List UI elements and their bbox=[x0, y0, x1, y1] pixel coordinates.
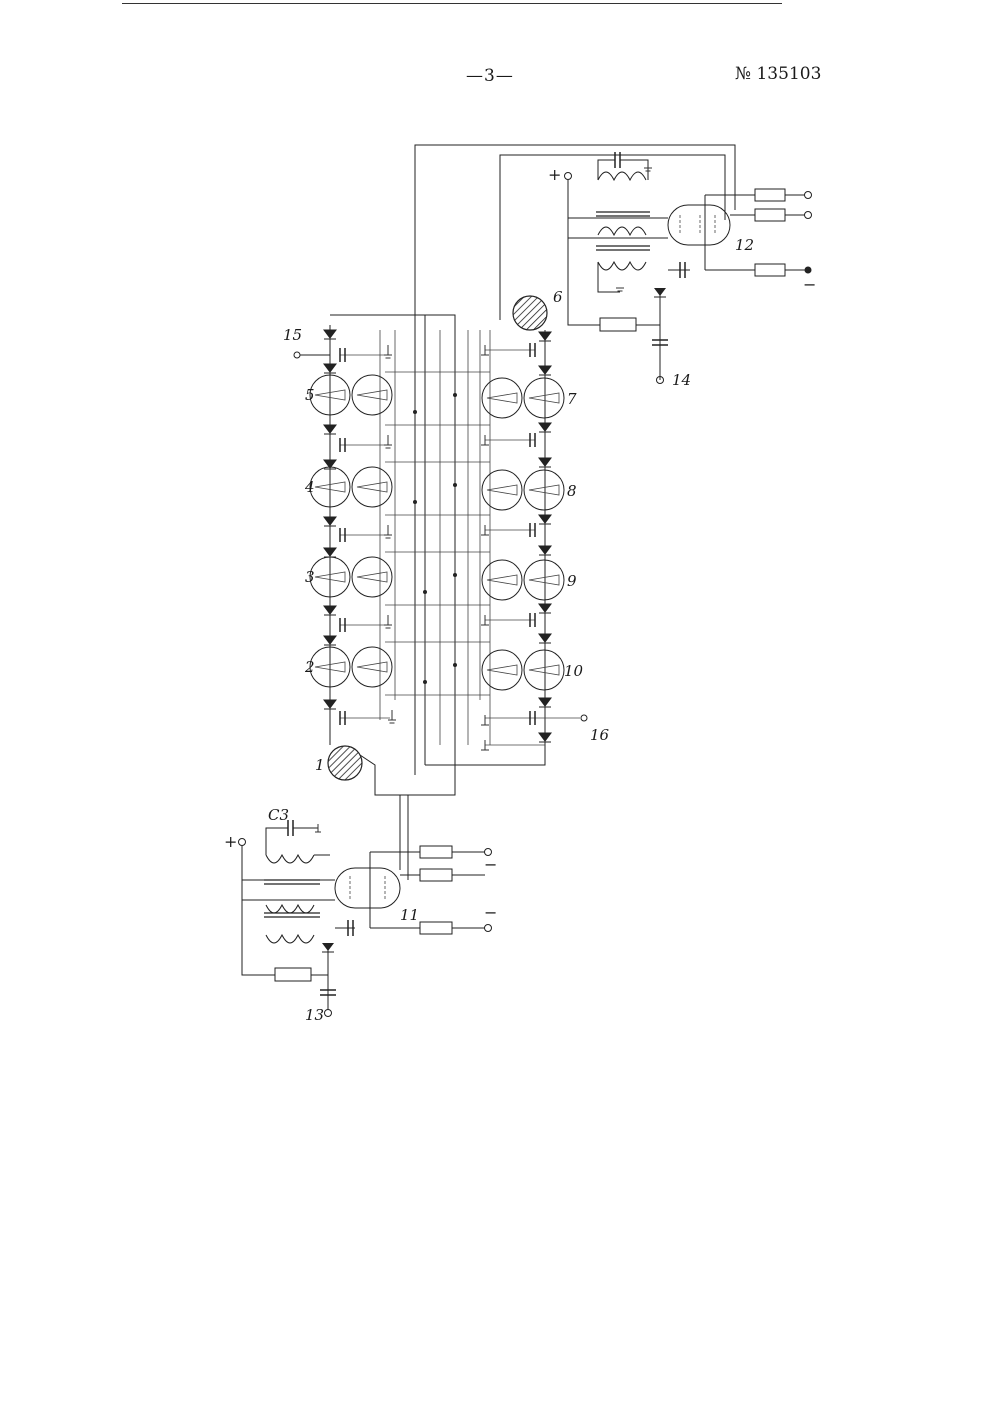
label-minus-top: − bbox=[803, 275, 816, 294]
indicator-tube-1 bbox=[328, 746, 362, 780]
ground-symbols bbox=[384, 345, 489, 750]
label-tube-12: 12 bbox=[735, 236, 754, 254]
left-column-wiring bbox=[330, 325, 390, 745]
label-terminal-16: 16 bbox=[590, 726, 610, 744]
label-tube-4: 4 bbox=[304, 478, 315, 496]
tube-stage-7 bbox=[482, 378, 564, 418]
terminal-15-pin bbox=[294, 352, 300, 358]
label-plus-bottom: + bbox=[224, 832, 237, 851]
label-terminal-13: 13 bbox=[305, 1006, 324, 1024]
tube-stage-8 bbox=[482, 470, 564, 510]
component-labels: 5 4 3 2 1 7 8 9 10 6 12 11 13 14 15 16 C… bbox=[224, 165, 816, 1024]
label-tube-8: 8 bbox=[567, 482, 577, 500]
generator-12 bbox=[565, 152, 812, 384]
label-minus-bottom-2: − bbox=[484, 903, 497, 922]
tube-stage-9 bbox=[482, 560, 564, 600]
terminal-16-pin bbox=[581, 715, 587, 721]
label-plus-top: + bbox=[548, 165, 561, 184]
label-tube-2: 2 bbox=[304, 658, 315, 676]
label-terminal-15: 15 bbox=[283, 326, 302, 344]
tube-stage-10 bbox=[482, 650, 564, 690]
label-tube-9: 9 bbox=[567, 572, 577, 590]
label-tube-6: 6 bbox=[553, 288, 563, 306]
label-tube-11: 11 bbox=[400, 906, 419, 924]
label-capacitor-c3: C3 bbox=[268, 806, 289, 824]
diodes bbox=[324, 330, 551, 742]
label-tube-7: 7 bbox=[567, 390, 577, 408]
coupling-capacitors bbox=[340, 343, 535, 725]
label-tube-1: 1 bbox=[315, 756, 325, 774]
label-tube-5: 5 bbox=[305, 386, 315, 404]
indicator-tube-6 bbox=[513, 296, 547, 330]
right-column-wiring bbox=[485, 330, 580, 745]
label-tube-10: 10 bbox=[564, 662, 584, 680]
label-tube-3: 3 bbox=[305, 568, 315, 586]
label-minus-bottom-1: − bbox=[484, 855, 497, 874]
label-terminal-14: 14 bbox=[672, 371, 691, 389]
generator-11 bbox=[239, 820, 492, 1017]
bus-wires bbox=[330, 145, 735, 880]
